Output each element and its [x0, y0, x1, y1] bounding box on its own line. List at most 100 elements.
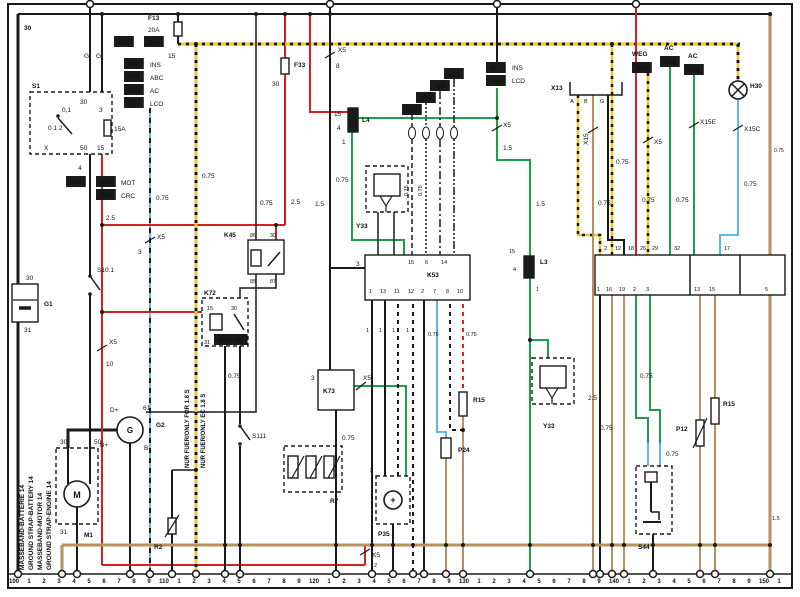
- diagram-label: 0.75: [774, 148, 784, 154]
- junction-dot: [274, 223, 278, 227]
- diagram-label: 11: [394, 289, 400, 295]
- diagram-label: K72: [204, 290, 216, 297]
- symbol-mark: [291, 455, 305, 479]
- junction-dot: [411, 543, 415, 547]
- diagram-label: 30: [24, 25, 32, 32]
- terminal-ring: [388, 569, 398, 579]
- component-box: [373, 173, 401, 197]
- diagram-label: P24: [458, 447, 470, 454]
- terminal-ring: [408, 569, 418, 579]
- diagram-label: CRC: [121, 193, 135, 200]
- diagram-label: INS: [512, 65, 524, 72]
- diagram-label: 61: [143, 405, 151, 412]
- diagram-label: 0.75: [666, 451, 679, 458]
- diagram-label: B+: [100, 442, 108, 449]
- diagram-label: 0.75: [260, 200, 273, 207]
- diagram-label: 0.75: [418, 185, 424, 196]
- junction-dot: [328, 12, 332, 16]
- symbol-mark: [309, 455, 323, 479]
- terminal-ring: [419, 569, 429, 579]
- diagram-label: 1.5: [503, 145, 512, 152]
- diagram-label: 0.75: [428, 332, 439, 338]
- diagram-label: 1: [379, 328, 382, 334]
- junction-dot: [334, 543, 338, 547]
- diagram-label: 18: [628, 246, 634, 252]
- diagram-label: 6: [425, 260, 428, 266]
- symbol-mark: [359, 548, 371, 556]
- circuit-code-tag: [486, 62, 506, 73]
- junction-dot: [238, 442, 242, 446]
- inline-connector: [450, 126, 458, 140]
- track-number: 4: [72, 579, 76, 585]
- variant-note: NUR FUER/ONLY EC 1.8 S: [201, 394, 207, 468]
- track-number: 2: [342, 579, 346, 585]
- diagram-label: 30: [270, 233, 276, 239]
- circuit-code-tag: [402, 104, 422, 115]
- inline-connector: [422, 126, 430, 140]
- diagram-label: 0.75: [342, 435, 355, 442]
- diagram-label: 31: [24, 327, 32, 334]
- terminal-ring: [492, 0, 502, 9]
- diagram-label: X15E: [700, 119, 717, 126]
- terminal-ring: [72, 569, 82, 579]
- terminal-ring: [765, 569, 775, 579]
- diagram-label: X15C: [744, 126, 761, 133]
- junction-dot: [56, 114, 60, 118]
- component-box: [323, 455, 335, 479]
- symbol-mark: [732, 124, 744, 132]
- track-number: 150: [759, 579, 770, 585]
- symbol-mark: [692, 417, 708, 449]
- wire: [530, 339, 549, 358]
- symbol-mark: [587, 126, 599, 134]
- circuit-code-tag: [416, 92, 436, 103]
- track-number: 8: [282, 579, 286, 585]
- wire: [607, 95, 625, 255]
- circuit-code-tag: [632, 62, 652, 73]
- terminal-ring: [710, 569, 720, 579]
- diagram-label: X5: [372, 552, 380, 559]
- wire: [719, 99, 739, 255]
- diagram-label: P35: [378, 531, 390, 538]
- track-number: 2: [642, 579, 646, 585]
- diagram-label: 3: [138, 249, 142, 256]
- diagram-label: G2: [156, 422, 165, 429]
- diagram-label: 19: [619, 287, 625, 293]
- diagram-label: 8: [336, 63, 340, 70]
- circuit-code-tag: [144, 36, 164, 47]
- junction-dot: [194, 42, 198, 46]
- diagram-label: 30: [26, 275, 34, 282]
- track-number: 6: [102, 579, 106, 585]
- inline-connector: [408, 126, 416, 140]
- diagram-label: M1: [84, 532, 93, 539]
- symbol-mark: [688, 121, 700, 129]
- diagram-label: 0.75: [598, 200, 611, 207]
- diagram-label: 4: [337, 125, 341, 132]
- track-number: 5: [537, 579, 541, 585]
- ignition-switch-s1: [29, 91, 113, 155]
- junction-dot: [610, 42, 614, 46]
- diagram-label: 0.75: [336, 177, 349, 184]
- diagram-label: 85: [250, 279, 256, 285]
- track-number: 9: [597, 579, 601, 585]
- track-number: 7: [717, 579, 721, 585]
- circuit-code-label: SAS PU: [219, 337, 244, 344]
- relay-k72: [201, 297, 249, 347]
- junction-dot: [100, 310, 104, 314]
- component-box: [209, 313, 223, 331]
- diagram-label: L4: [362, 117, 370, 124]
- resistor-r15-right: [710, 397, 720, 425]
- terminal-ring: [191, 569, 201, 579]
- track-number: 4: [672, 579, 676, 585]
- diagram-label: L3: [540, 259, 548, 266]
- fuse-f33: [280, 57, 290, 75]
- circuit-code-label: 579: [128, 74, 139, 81]
- circuit-code-label: 786: [490, 78, 501, 85]
- track-number: 1: [327, 579, 331, 585]
- diagram-label: F33: [294, 62, 306, 69]
- junction-dot: [391, 543, 395, 547]
- diagram-label: 12: [408, 289, 414, 295]
- track-number: 9: [447, 579, 451, 585]
- track-number: 140: [609, 579, 620, 585]
- circuit-code-tag: [486, 75, 506, 86]
